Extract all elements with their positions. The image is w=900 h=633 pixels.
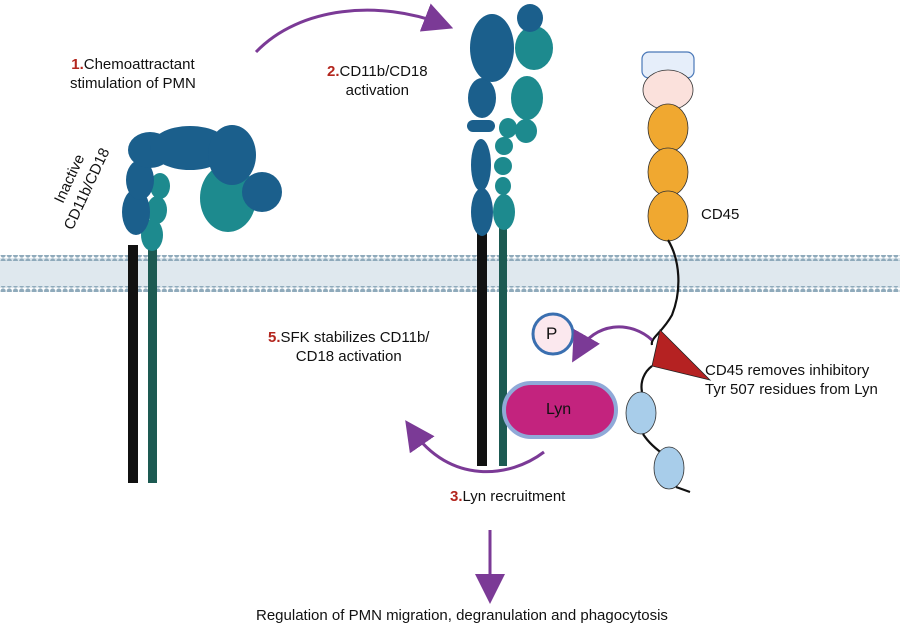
- cd45-label: CD45: [701, 206, 740, 223]
- step1-label: 1.Chemoattractant stimulation of PMN: [70, 55, 196, 93]
- phospho-label: P: [546, 324, 558, 343]
- pathway-arrows: [254, 3, 654, 604]
- cd45-action-a: CD45 removes inhibitory: [705, 362, 870, 379]
- cd45-action-b: Tyr 507 residues from Lyn: [705, 381, 878, 398]
- arrow-activation: [254, 3, 454, 54]
- arrow-lyn-recruitment: [405, 420, 545, 474]
- step1-text-b: stimulation of PMN: [70, 75, 196, 92]
- step3-text: Lyn recruitment: [462, 488, 566, 505]
- inactive-label-group: Inactive CD11b/CD18: [51, 145, 113, 232]
- step1-number: 1.: [71, 56, 84, 73]
- step2-text-a: CD11b/CD18: [339, 63, 428, 80]
- outcome-label: Regulation of PMN migration, degranulati…: [256, 607, 668, 624]
- lyn-kinase: [502, 381, 618, 439]
- step5-text-b: CD18 activation: [295, 348, 402, 365]
- step2-number: 2.: [327, 63, 340, 80]
- step5-number: 5.: [268, 329, 281, 346]
- cd45-action-label: CD45 removes inhibitory Tyr 507 residues…: [705, 361, 878, 399]
- active-integrin: [467, 4, 553, 466]
- arrow-dephosphorylation: [572, 325, 654, 363]
- step5-label: 5.SFK stabilizes CD11b/ CD18 activation: [268, 328, 429, 366]
- cd45-receptor: [625, 51, 712, 494]
- step3-label: 3.Lyn recruitment: [450, 487, 565, 506]
- step2-label: 2.CD11b/CD18 activation: [327, 62, 428, 100]
- step3-number: 3.: [450, 488, 463, 505]
- inactive-integrin: [122, 125, 282, 483]
- step2-text-b: activation: [345, 82, 409, 99]
- step5-text-a: SFK stabilizes CD11b/: [280, 329, 430, 346]
- step1-text-a: Chemoattractant: [83, 56, 195, 73]
- lyn-label: Lyn: [546, 401, 572, 418]
